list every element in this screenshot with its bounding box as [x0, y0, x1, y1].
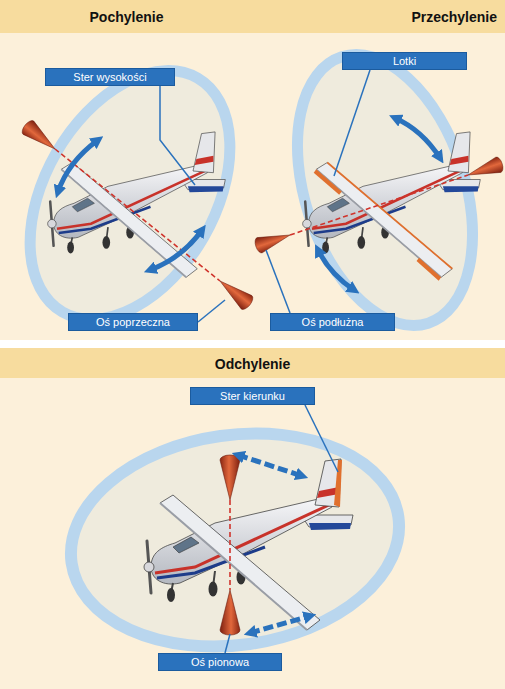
callout-label: Ster wysokości	[45, 68, 175, 86]
callout-text: Oś poprzeczna	[69, 314, 197, 330]
callout-text: Oś pionowa	[159, 654, 281, 670]
callout-text: Ster kierunku	[191, 388, 314, 404]
callout-text: Oś podłużna	[271, 314, 394, 330]
diagram-panel: PochylenieSter wysokości Oś poprzeczna	[0, 0, 253, 340]
callout-label: Lotki	[342, 52, 467, 70]
callout-label: Oś podłużna	[270, 313, 395, 331]
callout-label: Oś poprzeczna	[68, 313, 198, 331]
diagram-panel: OdchylenieSter kierunku Oś pionowa	[0, 348, 505, 689]
callout-label: Oś pionowa	[158, 653, 282, 671]
panel-heading: Pochylenie	[0, 0, 253, 33]
callout-text: Ster wysokości	[46, 69, 174, 85]
diagram-panel: PrzechylenieLotki Oś podłużna	[253, 0, 505, 340]
panel-heading: Przechylenie	[253, 0, 505, 33]
callout-text: Lotki	[343, 53, 466, 69]
callout-label: Ster kierunku	[190, 387, 315, 405]
panel-heading: Odchylenie	[0, 348, 505, 378]
